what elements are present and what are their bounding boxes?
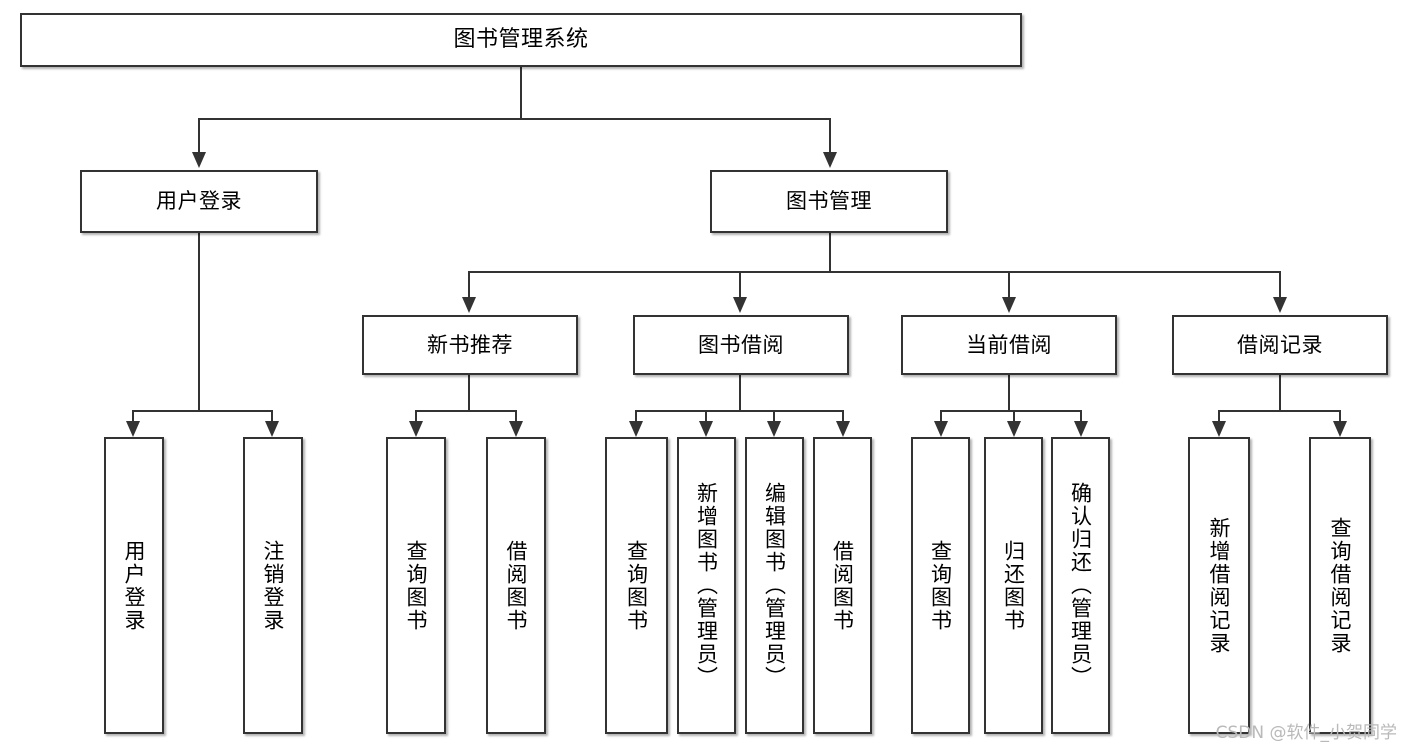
connector-leaf-user-login-2 bbox=[271, 410, 273, 423]
connector-to-book-manage bbox=[829, 118, 831, 154]
leaf-add-borrow-record[interactable]: 新增借阅记录 bbox=[1188, 437, 1250, 734]
connector-leaf-cb-3 bbox=[1080, 410, 1082, 423]
node-label: 编辑图书（管理员） bbox=[762, 482, 787, 689]
connector-book-borrow-stem bbox=[739, 375, 741, 410]
node-label: 借阅记录 bbox=[1237, 332, 1323, 357]
arrow-leaf-bb-4 bbox=[836, 421, 850, 437]
leaf-add-book-admin[interactable]: 新增图书（管理员） bbox=[677, 437, 736, 734]
leaf-query-book-rec[interactable]: 查询图书 bbox=[386, 437, 446, 734]
connector-new-book-rec-bus bbox=[415, 410, 516, 412]
node-book-management[interactable]: 图书管理 bbox=[710, 170, 948, 233]
connector-current-borrow-stem bbox=[1008, 375, 1010, 410]
arrow-leaf-nbr-1 bbox=[409, 421, 423, 437]
arrow-leaf-cb-2 bbox=[1007, 421, 1021, 437]
leaf-logout[interactable]: 注销登录 bbox=[243, 437, 303, 734]
leaf-query-book-current[interactable]: 查询图书 bbox=[911, 437, 970, 734]
node-label: 借阅图书 bbox=[830, 539, 855, 632]
arrow-leaf-br-2 bbox=[1333, 421, 1347, 437]
node-new-book-recommend[interactable]: 新书推荐 bbox=[362, 315, 578, 375]
node-borrow-record[interactable]: 借阅记录 bbox=[1172, 315, 1388, 375]
arrow-to-new-book-rec bbox=[462, 297, 476, 313]
connector-borrow-record-bus bbox=[1218, 410, 1341, 412]
node-label: 当前借阅 bbox=[966, 332, 1052, 357]
connector-to-user-login bbox=[198, 118, 200, 154]
connector-to-borrow-record bbox=[1279, 271, 1281, 299]
leaf-confirm-return-admin[interactable]: 确认归还（管理员） bbox=[1051, 437, 1110, 734]
leaf-user-login[interactable]: 用户登录 bbox=[104, 437, 164, 734]
leaf-query-book-borrow[interactable]: 查询图书 bbox=[605, 437, 668, 734]
node-label: 查询借阅记录 bbox=[1328, 516, 1353, 655]
arrow-leaf-user-login-2 bbox=[265, 421, 279, 437]
connector-leaf-bb-3 bbox=[773, 410, 775, 423]
node-user-login[interactable]: 用户登录 bbox=[80, 170, 318, 233]
node-label: 新书推荐 bbox=[427, 332, 513, 357]
arrow-leaf-cb-1 bbox=[934, 421, 948, 437]
node-label: 查询图书 bbox=[928, 539, 953, 632]
node-label: 图书借阅 bbox=[698, 332, 784, 357]
arrow-leaf-bb-3 bbox=[767, 421, 781, 437]
arrow-to-current-borrow bbox=[1002, 297, 1016, 313]
node-root-system[interactable]: 图书管理系统 bbox=[20, 13, 1022, 67]
node-label: 新增图书（管理员） bbox=[694, 482, 719, 689]
connector-leaf-bb-4 bbox=[842, 410, 844, 423]
connector-leaf-br-1 bbox=[1218, 410, 1220, 423]
connector-leaf-nbr-2 bbox=[515, 410, 517, 423]
connector-leaf-cb-2 bbox=[1013, 410, 1015, 423]
connector-to-current-borrow bbox=[1008, 271, 1010, 299]
arrow-to-user-login bbox=[192, 152, 206, 168]
node-label: 借阅图书 bbox=[504, 539, 529, 632]
connector-leaf-br-2 bbox=[1339, 410, 1341, 423]
node-label: 新增借阅记录 bbox=[1207, 516, 1232, 655]
node-label: 图书管理系统 bbox=[453, 27, 589, 53]
node-book-borrow[interactable]: 图书借阅 bbox=[633, 315, 849, 375]
arrow-leaf-br-1 bbox=[1212, 421, 1226, 437]
leaf-borrow-book[interactable]: 借阅图书 bbox=[813, 437, 872, 734]
arrow-leaf-cb-3 bbox=[1074, 421, 1088, 437]
node-label: 查询图书 bbox=[404, 539, 429, 632]
leaf-borrow-book-rec[interactable]: 借阅图书 bbox=[486, 437, 546, 734]
leaf-query-borrow-record[interactable]: 查询借阅记录 bbox=[1309, 437, 1371, 734]
connector-leaf-nbr-1 bbox=[415, 410, 417, 423]
leaf-return-book[interactable]: 归还图书 bbox=[984, 437, 1043, 734]
connector-borrow-record-stem bbox=[1279, 375, 1281, 410]
node-label: 归还图书 bbox=[1001, 539, 1026, 632]
arrow-to-book-manage bbox=[823, 152, 837, 168]
arrow-leaf-bb-1 bbox=[629, 421, 643, 437]
connector-level2-bus bbox=[198, 118, 830, 120]
arrow-leaf-bb-2 bbox=[699, 421, 713, 437]
connector-user-login-stem bbox=[198, 233, 200, 410]
connector-current-borrow-bus bbox=[940, 410, 1081, 412]
connector-book-manage-stem bbox=[829, 233, 831, 271]
arrow-leaf-user-login-1 bbox=[126, 421, 140, 437]
connector-leaf-bb-2 bbox=[705, 410, 707, 423]
arrow-to-borrow-record bbox=[1273, 297, 1287, 313]
leaf-edit-book-admin[interactable]: 编辑图书（管理员） bbox=[745, 437, 804, 734]
connector-to-new-book-rec bbox=[468, 271, 470, 299]
connector-book-borrow-bus bbox=[635, 410, 843, 412]
node-label: 用户登录 bbox=[156, 189, 242, 214]
connector-leaf-cb-1 bbox=[940, 410, 942, 423]
node-label: 注销登录 bbox=[261, 539, 286, 632]
connector-leaf-user-login-1 bbox=[132, 410, 134, 423]
node-label: 用户登录 bbox=[122, 539, 147, 632]
connector-new-book-rec-stem bbox=[468, 375, 470, 410]
connector-user-login-bus bbox=[132, 410, 272, 412]
connector-leaf-bb-1 bbox=[635, 410, 637, 423]
arrow-leaf-nbr-2 bbox=[509, 421, 523, 437]
node-current-borrow[interactable]: 当前借阅 bbox=[901, 315, 1117, 375]
node-label: 图书管理 bbox=[786, 189, 872, 214]
connector-root-stem bbox=[520, 67, 522, 118]
arrow-to-book-borrow bbox=[733, 297, 747, 313]
node-label: 确认归还（管理员） bbox=[1068, 482, 1093, 689]
connector-level3-bus bbox=[468, 271, 1280, 273]
connector-to-book-borrow bbox=[739, 271, 741, 299]
node-label: 查询图书 bbox=[624, 539, 649, 632]
